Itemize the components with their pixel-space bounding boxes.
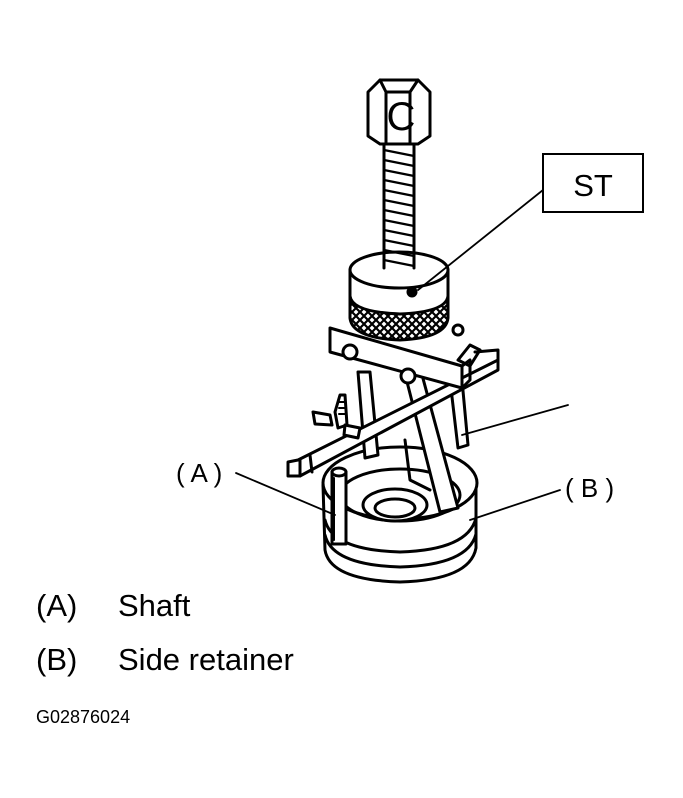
legend-item-shaft: (A) Shaft: [36, 590, 190, 621]
knurled-nut: [348, 250, 450, 342]
legend-key: (A): [36, 588, 78, 623]
legend-label: Shaft: [118, 588, 191, 623]
hex-head: [366, 78, 432, 146]
leader-b: [469, 489, 561, 521]
callout-a-label: ( A ): [176, 458, 222, 488]
leader-rear: [461, 404, 569, 436]
legend-key: (B): [36, 642, 78, 677]
legend-item-side-retainer: (B) Side retainer: [36, 644, 294, 675]
figure-code: G02876024: [36, 707, 131, 727]
leader-st: [417, 189, 544, 291]
st-callout-label: ST: [573, 168, 613, 203]
leader-a: [235, 472, 336, 516]
callout-b-label: ( B ): [565, 473, 614, 503]
legend-label: Side retainer: [118, 642, 294, 677]
tool-head-letter: C: [387, 95, 416, 139]
st-callout-box: [542, 153, 644, 213]
shaft: [330, 466, 348, 546]
threaded-rod: [382, 138, 416, 270]
